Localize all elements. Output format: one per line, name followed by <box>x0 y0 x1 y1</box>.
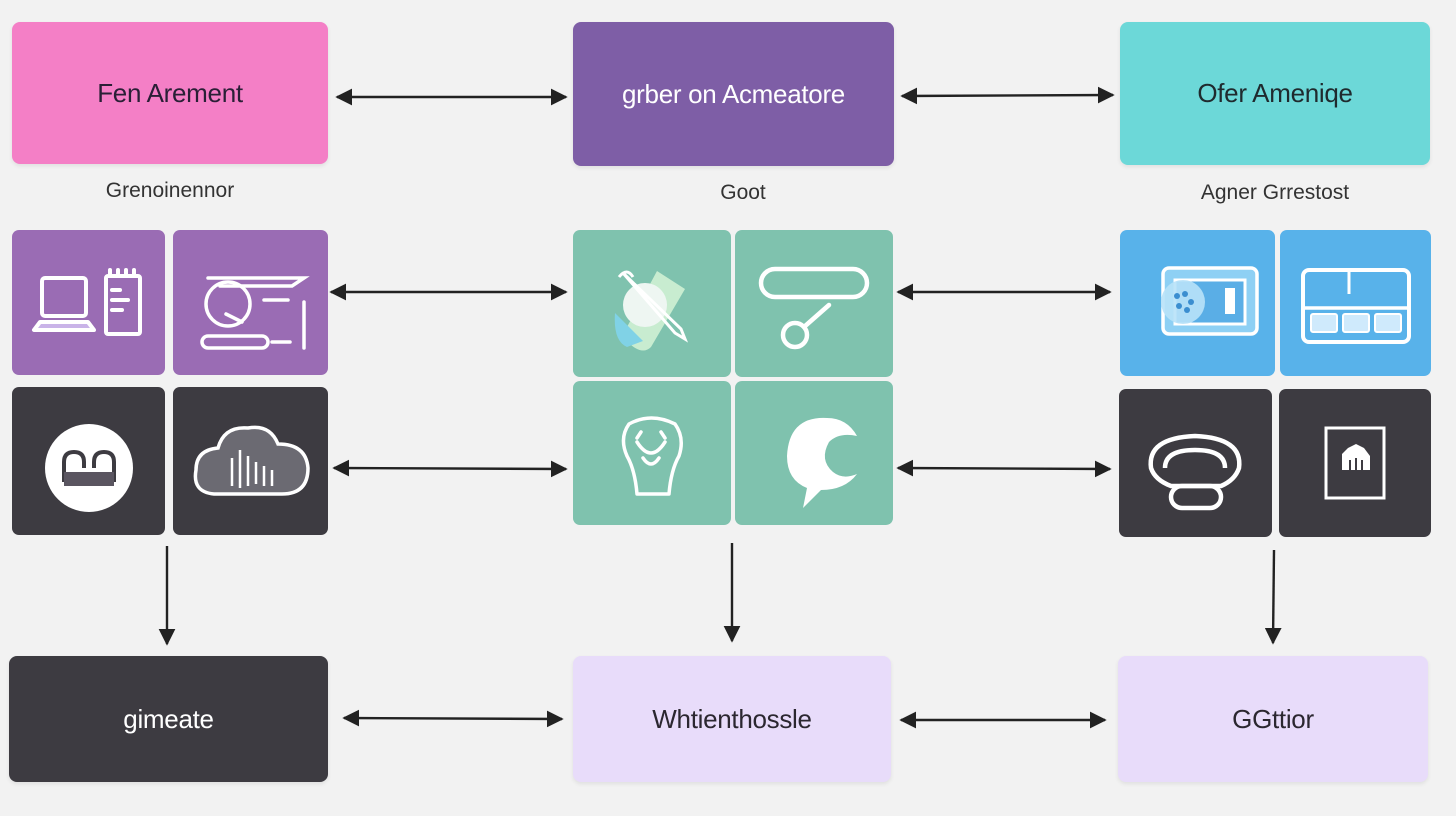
arrow-down-right <box>1264 549 1282 645</box>
keyboard-tray-icon <box>1300 268 1411 344</box>
arrow-top-right <box>900 86 1115 105</box>
bottom-box-left: gimeate <box>9 656 328 782</box>
tile-toggle-pin <box>735 230 893 377</box>
toggle-pin-icon <box>758 266 870 349</box>
top-box-middle: grber on Acmeatore <box>573 22 894 166</box>
tooth-icon <box>621 416 683 496</box>
caption-middle: Goot <box>720 181 766 204</box>
top-box-right-label: Ofer Ameniqe <box>1197 78 1353 108</box>
caption-right: Agner Grrestost <box>1200 181 1350 204</box>
monitor-icon <box>31 267 142 336</box>
tile-monitor <box>12 230 165 375</box>
top-box-middle-label: grber on Acmeatore <box>622 78 845 109</box>
tile-chat-bubble <box>735 381 893 525</box>
arrow-row2-left <box>332 459 568 478</box>
robot-face-icon <box>44 424 133 512</box>
card-reader-icon <box>1160 266 1259 336</box>
test-tube-icon <box>614 270 689 351</box>
top-box-right: Ofer Ameniqe <box>1120 22 1430 165</box>
tile-test-tube <box>573 230 731 377</box>
caption-left: Grenoinennor <box>105 179 235 202</box>
bottom-box-middle-label: Whtienthossle <box>652 703 812 734</box>
tile-magnifier <box>173 230 328 375</box>
arrow-row2-right <box>896 459 1112 478</box>
hand-badge-icon <box>1324 426 1386 500</box>
sensor-ring-icon <box>1148 433 1241 511</box>
arrow-bottom-left <box>342 709 564 728</box>
top-box-left-label: Fen Arement <box>97 77 243 108</box>
tile-card-reader <box>1120 230 1275 376</box>
tile-tooth <box>573 381 731 525</box>
magnifier-tool-icon <box>199 275 310 350</box>
tile-cloud-waveform <box>173 387 328 535</box>
tile-robot-face <box>12 387 165 535</box>
tile-sensor-ring <box>1119 389 1272 537</box>
bottom-box-left-label: gimeate <box>123 703 214 734</box>
cloud-waveform-icon <box>193 425 310 496</box>
bottom-box-right: GGttior <box>1118 656 1428 782</box>
top-box-left: Fen Arement <box>12 22 328 164</box>
tile-keyboard-tray <box>1280 230 1431 376</box>
bottom-box-right-label: GGttior <box>1232 703 1314 734</box>
tile-hand-badge <box>1279 389 1431 537</box>
chat-bubble-icon <box>787 417 857 508</box>
bottom-box-middle: Whtienthossle <box>573 656 891 782</box>
